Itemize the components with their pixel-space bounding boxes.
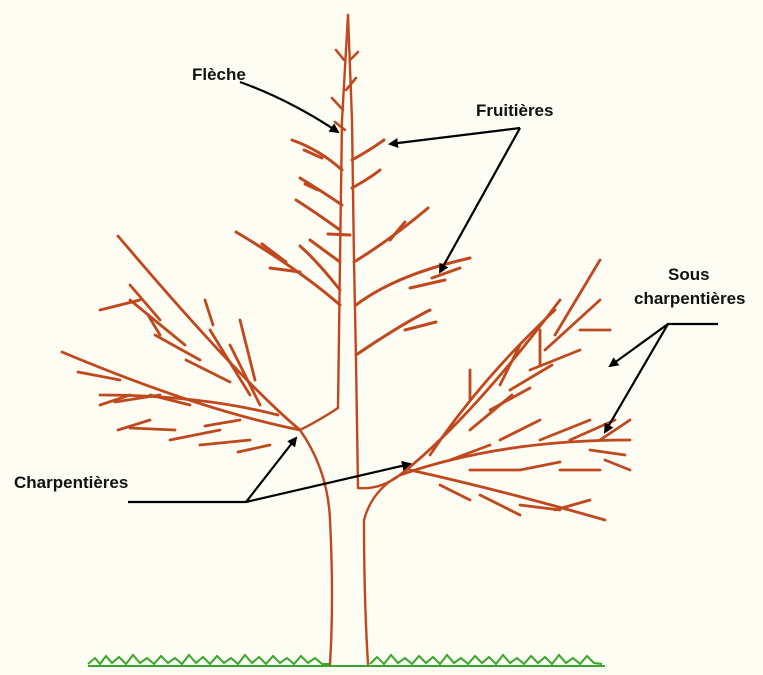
left-main-branch xyxy=(62,236,300,452)
grass xyxy=(88,655,605,666)
label-sous-line1: Sous xyxy=(668,264,710,285)
label-fleche: Flèche xyxy=(192,64,246,85)
arrow-fruitieres-2 xyxy=(440,128,520,272)
label-charpentieres: Charpentières xyxy=(14,472,128,493)
arrow-sous-2 xyxy=(605,324,668,432)
trunk xyxy=(300,15,400,664)
arrow-fleche xyxy=(240,82,338,132)
label-fruitieres: Fruitières xyxy=(476,100,553,121)
right-main-branch xyxy=(400,260,630,520)
arrow-charpentieres-1 xyxy=(128,438,296,502)
label-sous-line2: charpentières xyxy=(634,288,746,309)
arrow-fruitieres-1 xyxy=(390,128,520,144)
